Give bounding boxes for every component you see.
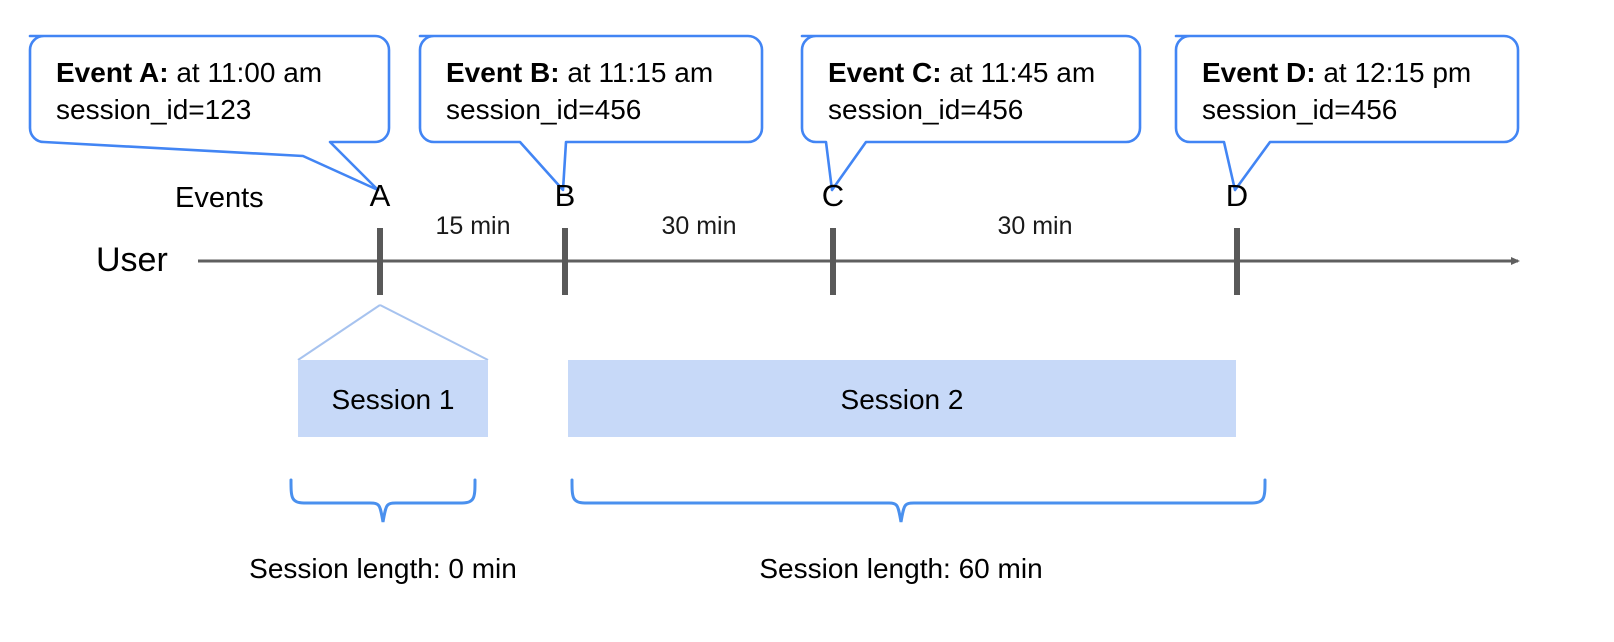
gap-label-a-b: 15 min — [435, 212, 511, 240]
row-label-events: Events — [175, 182, 264, 214]
session-1-leader — [297, 304, 489, 361]
session-length-label-2: Session length: 60 min — [759, 553, 1043, 584]
row-label-user: User — [96, 241, 168, 279]
session-bar-session-2 — [568, 360, 1236, 437]
event-letter-a: A — [369, 178, 391, 213]
session-bar-label-2: Session 2 — [840, 384, 964, 415]
event-letter-c: C — [821, 178, 845, 213]
callout-bubble-event-c — [800, 34, 1142, 192]
callout-bubble-event-a — [28, 34, 391, 192]
event-letter-d: D — [1225, 178, 1249, 213]
session-bar-label-1: Session 1 — [331, 384, 455, 415]
callout-bubble-event-d — [1174, 34, 1520, 192]
session-length-label-1: Session length: 0 min — [249, 553, 517, 584]
brace-session-2 — [570, 478, 1267, 523]
event-letter-b: B — [554, 178, 576, 213]
session-bar-session-1 — [298, 360, 488, 437]
brace-session-1 — [289, 478, 477, 523]
callout-bubble-event-b — [418, 34, 764, 192]
gap-label-c-d: 30 min — [997, 212, 1073, 240]
gap-label-b-c: 30 min — [661, 212, 737, 240]
